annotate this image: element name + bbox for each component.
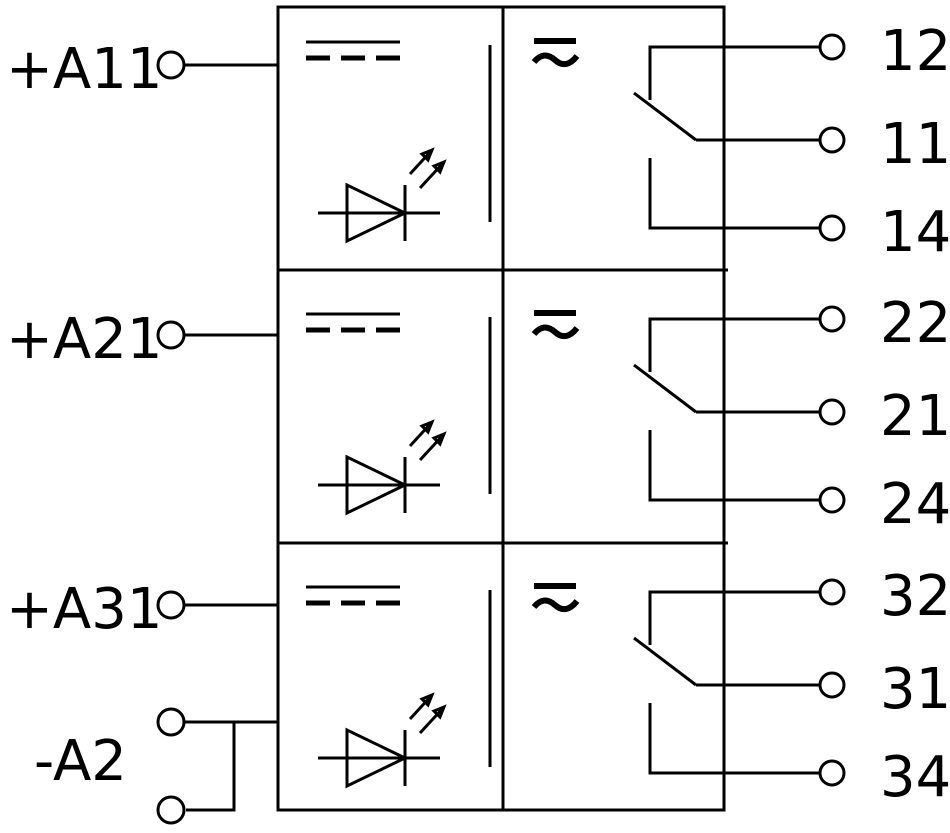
- channel-2: [306, 310, 820, 516]
- input-label-a31: +A31: [6, 577, 163, 642]
- output-terminal-24[interactable]: [818, 486, 846, 514]
- output-terminal-22[interactable]: [818, 305, 846, 333]
- output-terminal-34[interactable]: [818, 759, 846, 787]
- input-label-a2: -A2: [34, 729, 127, 794]
- changeover-contact: [633, 590, 820, 775]
- input-terminal-a11[interactable]: [156, 50, 186, 80]
- output-label-34: 34: [880, 745, 950, 810]
- module-housing: [276, 5, 728, 812]
- dc-symbol: [306, 40, 400, 61]
- channel-3: [306, 583, 820, 789]
- output-terminal-21[interactable]: [818, 398, 846, 426]
- output-label-24: 24: [880, 472, 950, 537]
- output-terminal-11[interactable]: [818, 126, 846, 154]
- ac-symbol: [531, 38, 580, 68]
- channel-1: [306, 38, 820, 244]
- output-label-12: 12: [880, 19, 950, 84]
- output-label-14: 14: [880, 200, 950, 265]
- led-icon: [318, 147, 447, 244]
- input-label-a21: +A21: [6, 307, 163, 372]
- led-icon: [318, 419, 447, 516]
- input-terminal-a21[interactable]: [156, 320, 186, 350]
- input-terminal-a31[interactable]: [156, 590, 186, 620]
- dc-symbol: [306, 312, 400, 333]
- input-wiring: [185, 63, 278, 812]
- output-label-31: 31: [880, 657, 950, 722]
- output-terminal-32[interactable]: [818, 578, 846, 606]
- output-terminal-12[interactable]: [818, 33, 846, 61]
- output-terminal-31[interactable]: [818, 671, 846, 699]
- dc-symbol: [306, 585, 400, 606]
- input-terminal-a2-bridge[interactable]: [156, 795, 186, 825]
- input-terminal-a2[interactable]: [156, 707, 186, 737]
- led-icon: [318, 692, 447, 789]
- ac-symbol: [531, 583, 580, 613]
- output-label-11: 11: [880, 112, 950, 177]
- module-outline: [276, 5, 726, 812]
- output-label-21: 21: [880, 384, 950, 449]
- input-label-a11: +A11: [6, 37, 163, 102]
- changeover-contact: [633, 317, 820, 502]
- ac-symbol: [531, 310, 580, 340]
- output-terminal-14[interactable]: [818, 214, 846, 242]
- output-label-22: 22: [880, 291, 950, 356]
- changeover-contact: [633, 45, 820, 230]
- output-label-32: 32: [880, 564, 950, 629]
